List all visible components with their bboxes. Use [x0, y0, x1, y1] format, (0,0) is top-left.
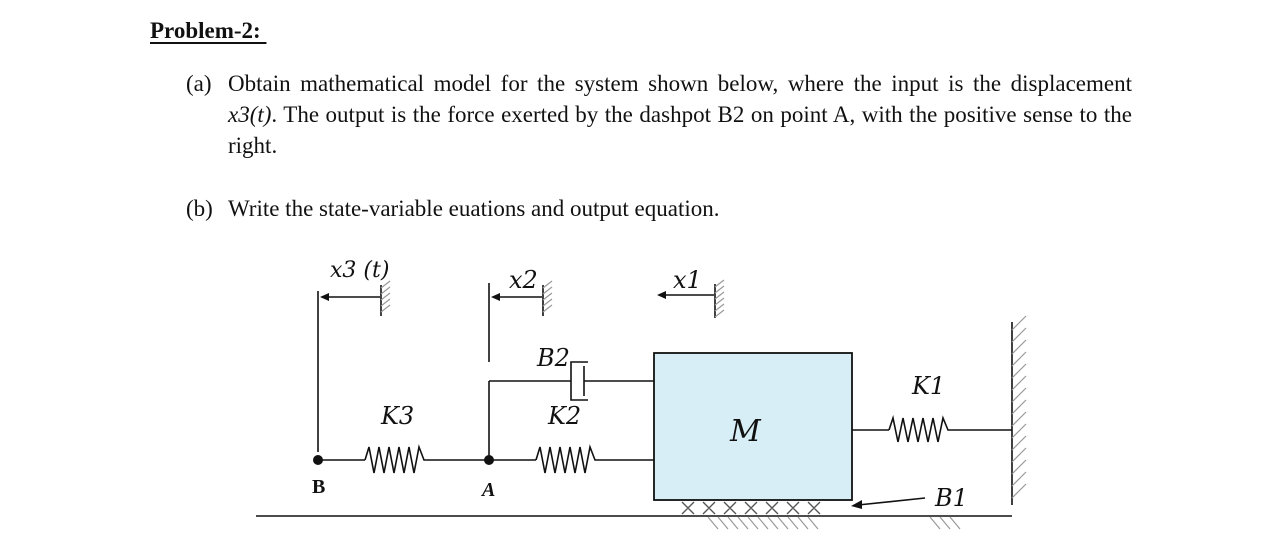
x3-arrowhead: [320, 293, 329, 301]
k2-spring: [535, 444, 608, 474]
problem-heading: Problem-2:: [150, 18, 267, 43]
x2-arrowhead: [491, 293, 500, 301]
b1-label: B1: [934, 484, 968, 512]
part-a-text-1: Obtain mathematical model for the system…: [228, 71, 1132, 96]
part-a: (a) Obtain mathematical model for the sy…: [186, 68, 1132, 161]
node-a-label: A: [480, 479, 495, 501]
friction-rollers: [681, 501, 821, 515]
k3-spring: [364, 444, 437, 474]
wall-hatch: [1011, 315, 1027, 499]
x2-ground-hatch: [542, 280, 553, 313]
k3-label: K3: [380, 402, 414, 430]
x1-arrowhead: [657, 291, 666, 299]
b2-dashpot-cylinder: [570, 361, 588, 401]
node-b-label: B: [312, 476, 325, 498]
part-a-label: (a): [186, 71, 212, 96]
mass-label: M: [729, 414, 762, 449]
ground-hatch: [707, 516, 961, 530]
input-variable: x3(t): [228, 102, 272, 127]
x3-ground-hatch: [380, 280, 391, 313]
k1-spring: [888, 414, 962, 443]
x2-label: x2: [509, 266, 538, 294]
b1-arrow: [857, 497, 926, 506]
x1-ground-hatch: [714, 279, 725, 318]
x1-label: x1: [673, 266, 702, 294]
part-a-text-2: . The output is the force exerted by the…: [228, 102, 1132, 158]
part-b: (b) Write the state-variable euations and…: [186, 193, 720, 224]
k1-label: K1: [911, 372, 945, 400]
node-a-dot: [484, 455, 494, 465]
k2-label: K2: [547, 402, 581, 430]
part-b-label: (b): [186, 196, 213, 221]
node-b-dot: [313, 455, 323, 465]
b2-label: B2: [536, 344, 570, 372]
b1-arrowhead: [851, 500, 862, 509]
mass-block: [653, 352, 853, 501]
x3-label: x3 (t): [330, 258, 389, 283]
part-a-text: Obtain mathematical model for the system…: [228, 68, 1132, 161]
part-b-text: Write the state-variable euations and ou…: [228, 196, 720, 221]
